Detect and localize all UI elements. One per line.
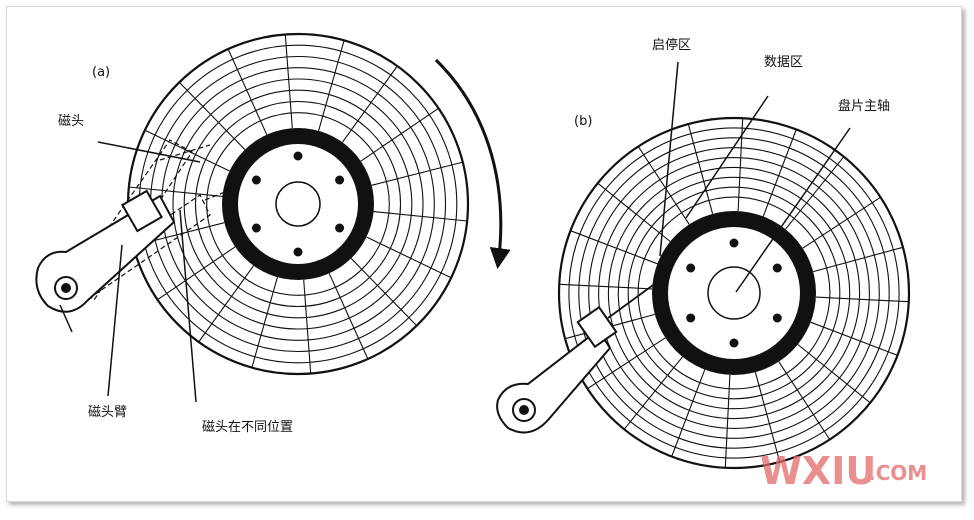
sector-line <box>178 81 246 150</box>
sector-line <box>284 34 293 129</box>
sector-line <box>797 344 871 404</box>
track-ring <box>617 176 851 410</box>
sector-line <box>303 279 312 374</box>
sector-line <box>227 48 268 135</box>
ghost-arm-1 <box>71 139 211 301</box>
bolt-hole <box>335 223 345 233</box>
track-ring <box>598 157 870 429</box>
sector-line <box>341 65 398 143</box>
label-arm: 磁头臂 <box>88 405 127 420</box>
track-ring <box>637 196 831 390</box>
sector-line <box>157 246 236 301</box>
panel-a-tag: (a) <box>92 65 110 80</box>
sector-line <box>360 107 439 162</box>
bolt-hole <box>251 223 261 233</box>
leaders-a <box>97 141 201 403</box>
label-head: 磁头 <box>58 114 84 129</box>
track-ring <box>172 78 424 330</box>
spindle-hole <box>275 181 321 227</box>
sector-line <box>785 156 845 230</box>
bolt-hole <box>293 151 303 161</box>
sector-line <box>813 246 904 273</box>
sector-line <box>623 356 683 430</box>
watermark-main: WXIU <box>760 449 876 493</box>
sector-line <box>687 123 714 214</box>
sector-line <box>570 230 658 265</box>
track-ring <box>568 127 900 459</box>
bolt-hole <box>686 313 696 323</box>
panel-b: (b) 启停区 数据区 盘片主轴 <box>496 37 911 470</box>
leaders-b <box>659 61 851 293</box>
sector-line <box>371 161 463 186</box>
sector-line <box>802 196 881 249</box>
sector-line <box>597 182 671 242</box>
bolt-hole <box>772 263 782 273</box>
sector-line <box>366 236 452 279</box>
sector-line <box>198 265 255 343</box>
bolt-hole <box>293 247 303 257</box>
track-ring <box>607 166 861 420</box>
sector-line <box>762 129 797 217</box>
spindle-hole <box>707 266 761 320</box>
track-ring <box>578 137 890 449</box>
sector-line <box>559 283 653 290</box>
sector-line <box>754 372 781 463</box>
sector-line <box>373 211 468 222</box>
label-landing: 启停区 <box>652 37 691 53</box>
watermark-suffix: .COM <box>868 461 927 485</box>
sector-line <box>810 321 898 356</box>
watermark: WXIU .COM <box>760 449 927 493</box>
sector-line <box>671 369 706 457</box>
sector-line <box>144 129 230 172</box>
track-ring <box>627 186 841 400</box>
bolt-hole <box>772 313 782 323</box>
panel-a: (a) 磁头 磁头臂 磁头在不同位置 <box>35 32 511 435</box>
bolt-hole <box>335 175 345 185</box>
head-arm <box>35 189 176 333</box>
sector-line <box>724 374 731 468</box>
track-ring <box>194 100 402 308</box>
label-data: 数据区 <box>764 55 803 70</box>
label-spindle: 盘片主轴 <box>838 98 890 114</box>
head-arm-b <box>496 279 661 434</box>
platter-b <box>557 116 911 470</box>
sector-line <box>318 40 345 131</box>
sector-line <box>778 361 831 440</box>
panel-b-tag: (b) <box>574 114 592 129</box>
sector-line <box>251 277 278 368</box>
bolt-hole <box>729 238 739 248</box>
platter-a <box>126 32 470 376</box>
sector-line <box>328 273 369 360</box>
sector-line <box>637 146 690 225</box>
rotation-arrow <box>434 58 511 270</box>
track-ring <box>183 89 413 319</box>
sector-line <box>587 337 666 390</box>
sector-line <box>128 186 223 197</box>
bolt-hole <box>729 338 739 348</box>
label-positions: 磁头在不同位置 <box>202 420 293 435</box>
bolt-hole <box>251 175 261 185</box>
sector-line <box>815 296 909 303</box>
platter-edge <box>557 116 911 470</box>
bolt-hole <box>686 263 696 273</box>
sector-line <box>350 258 418 327</box>
track-ring <box>206 112 390 296</box>
